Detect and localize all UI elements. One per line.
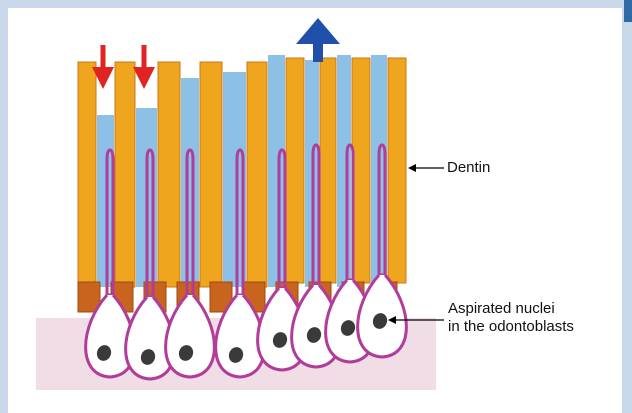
dentin-wall (286, 58, 304, 283)
dentin-leader-head (408, 164, 416, 172)
arrow-in-head (133, 67, 155, 89)
dentin-wall (388, 58, 406, 283)
dentin-wall (320, 58, 336, 283)
dentin-wall (200, 62, 222, 287)
nuclei-label-line2: in the odontoblasts (448, 318, 574, 336)
dentin-wall (115, 62, 135, 287)
dentin-wall (247, 62, 267, 287)
tubule-fluid (337, 55, 351, 287)
dentin-wall (158, 62, 180, 287)
dentin-wall (352, 58, 370, 283)
nuclei-label-line1: Aspirated nuclei (448, 300, 555, 318)
odontoblast-cell-body (166, 295, 215, 377)
dentin-wall (78, 62, 96, 287)
arrow-out-head (296, 18, 340, 44)
tubule-fluid (268, 55, 285, 287)
tubule-fluid (181, 78, 199, 287)
dentin-label: Dentin (447, 159, 490, 177)
